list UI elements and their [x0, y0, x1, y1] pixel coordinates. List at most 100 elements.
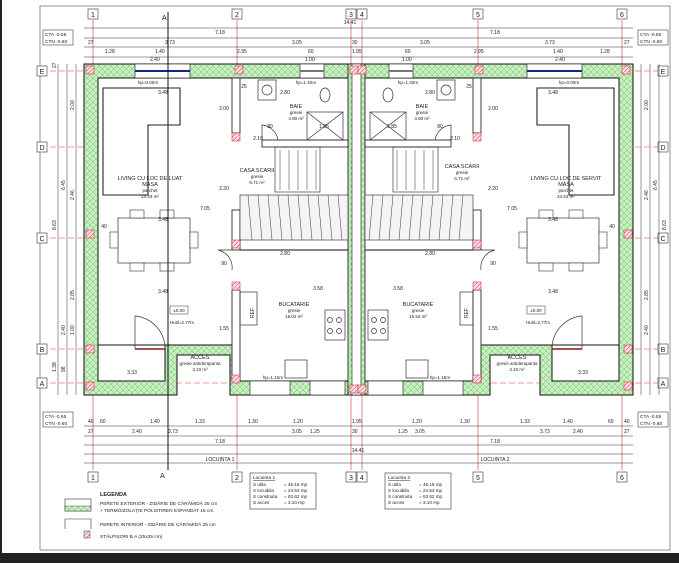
dim: 40	[624, 419, 630, 425]
area-value: = 46.16 mp	[284, 482, 308, 487]
stair-step	[277, 194, 283, 241]
room-finish: gresie antiderapanta	[179, 361, 221, 366]
inner-dim: 2.20	[219, 186, 229, 192]
column	[357, 384, 367, 394]
area-label: S utila	[388, 482, 401, 487]
room-area: 4.90 m²	[414, 116, 430, 121]
room-name: LIVING CU LOC DE SERVIT	[531, 176, 602, 182]
dim: 1.40	[150, 419, 160, 425]
column	[85, 381, 95, 391]
axis-bubble	[616, 8, 628, 20]
stair-step	[267, 194, 273, 241]
dim: 3.05	[415, 429, 425, 435]
height-label: Hutil=2.77m	[526, 320, 550, 325]
inner-dim: 2.80	[425, 251, 435, 257]
stair-step	[408, 194, 414, 241]
dim-total: 14.41	[352, 448, 365, 454]
inner-dim: 3.48	[158, 289, 168, 295]
dim: 1.95	[352, 49, 362, 55]
dim: 2.46	[644, 190, 650, 200]
inner-dim: 80	[267, 124, 273, 130]
dim: 8.63	[52, 220, 58, 230]
area-value: = 3.10 mp	[419, 500, 440, 505]
dim: 2.40	[573, 429, 583, 435]
room-name: ACCES	[191, 355, 210, 361]
axis-label: 1	[91, 12, 95, 19]
chair	[568, 262, 584, 272]
axis-label: 4	[360, 12, 364, 19]
dimensions-side: 2.00 2.46 2.85 1.00 2.40 1.38 98 6.45 8.…	[52, 62, 668, 395]
inner-dim: 3.48	[158, 90, 168, 96]
column	[623, 344, 633, 354]
dim: 2.95	[474, 49, 484, 55]
room-finish: parchet	[142, 188, 158, 193]
room-name: CASA SCARII	[445, 164, 480, 170]
column	[623, 381, 633, 391]
area-label: S construita	[253, 494, 278, 499]
axis-label: 6	[620, 475, 624, 482]
stair-step	[257, 194, 263, 241]
axis-label: 5	[476, 475, 480, 482]
ctn-label: CTN -0.60	[640, 39, 662, 45]
axis-bubble	[657, 141, 669, 153]
dim: 7.18	[490, 439, 500, 445]
level-mark: ±0.00	[173, 308, 185, 313]
dim: 3.73	[540, 429, 550, 435]
stair-step	[378, 194, 384, 241]
axis-label: E	[661, 69, 666, 76]
area-tables: Locuinta 1S utila= 46.16 mpS locuibila= …	[249, 472, 452, 510]
column	[621, 65, 631, 75]
inner-dim: 7.05	[507, 206, 517, 212]
stair-step	[398, 194, 404, 241]
axis-bubble	[36, 343, 48, 355]
inner-dim: 2.80	[425, 90, 435, 96]
kitchen-furniture: REF. REF.	[239, 291, 474, 379]
inner-dim: 3.58	[393, 286, 403, 292]
axis-bubble	[231, 8, 243, 20]
stair-step	[297, 194, 303, 241]
axis-label: B	[661, 347, 666, 354]
stair-step	[317, 194, 323, 241]
room-area: 4.90 m²	[288, 116, 304, 121]
room-name: BUCATARIE	[279, 302, 310, 308]
room-name: LIVING CU LOC DE LUAT	[118, 176, 183, 182]
inner-dim: 80	[437, 124, 443, 130]
axis-bubble	[36, 141, 48, 153]
column	[472, 374, 482, 384]
dim-total: 14.41	[344, 20, 357, 26]
inner-dim: 40	[101, 224, 107, 230]
chair	[109, 231, 119, 249]
axis-bubble	[356, 8, 368, 20]
area-value: = 24.53 mp	[419, 488, 443, 493]
dim: 1.40	[155, 49, 165, 55]
dim: 1.00	[70, 325, 76, 335]
legend: LEGENDA PERETE EXTERIOR - ZIDĂRIE DE CĂR…	[64, 492, 217, 540]
unit-label-1: LOCUINTA 1	[206, 457, 235, 463]
room-name: BAIE	[290, 104, 303, 110]
sill-height: hp=1.15m	[430, 375, 450, 380]
dim: 27	[88, 40, 94, 46]
room-finish: gresie	[416, 110, 429, 115]
chair	[159, 209, 175, 219]
room-area: 6.71 m²	[454, 176, 470, 181]
room-area: 15.52 m²	[409, 314, 427, 319]
room-area: 24.53 m²	[141, 194, 159, 199]
columns	[85, 65, 633, 394]
axis-label: 6	[620, 12, 624, 19]
inner-dim: 1.55	[219, 326, 229, 332]
dimensions-top: 14.41 7.18 7.18 27 3.73 3.05 30 3.05 3.7…	[84, 20, 633, 63]
dim: 1.00	[402, 57, 412, 63]
axis-label: A	[40, 381, 45, 388]
dim: 6.45	[653, 180, 659, 190]
chair	[598, 231, 608, 249]
axis-bubble	[231, 471, 243, 483]
dim: 2.00	[644, 100, 650, 110]
column	[349, 65, 359, 75]
height-label: Hutil=2.77m	[170, 320, 194, 325]
axis-label: 3	[349, 12, 353, 19]
column	[357, 65, 367, 75]
area-value: = 63.62 mp	[284, 494, 308, 499]
sheet-frame	[39, 5, 671, 551]
axis-label: D	[39, 145, 44, 152]
